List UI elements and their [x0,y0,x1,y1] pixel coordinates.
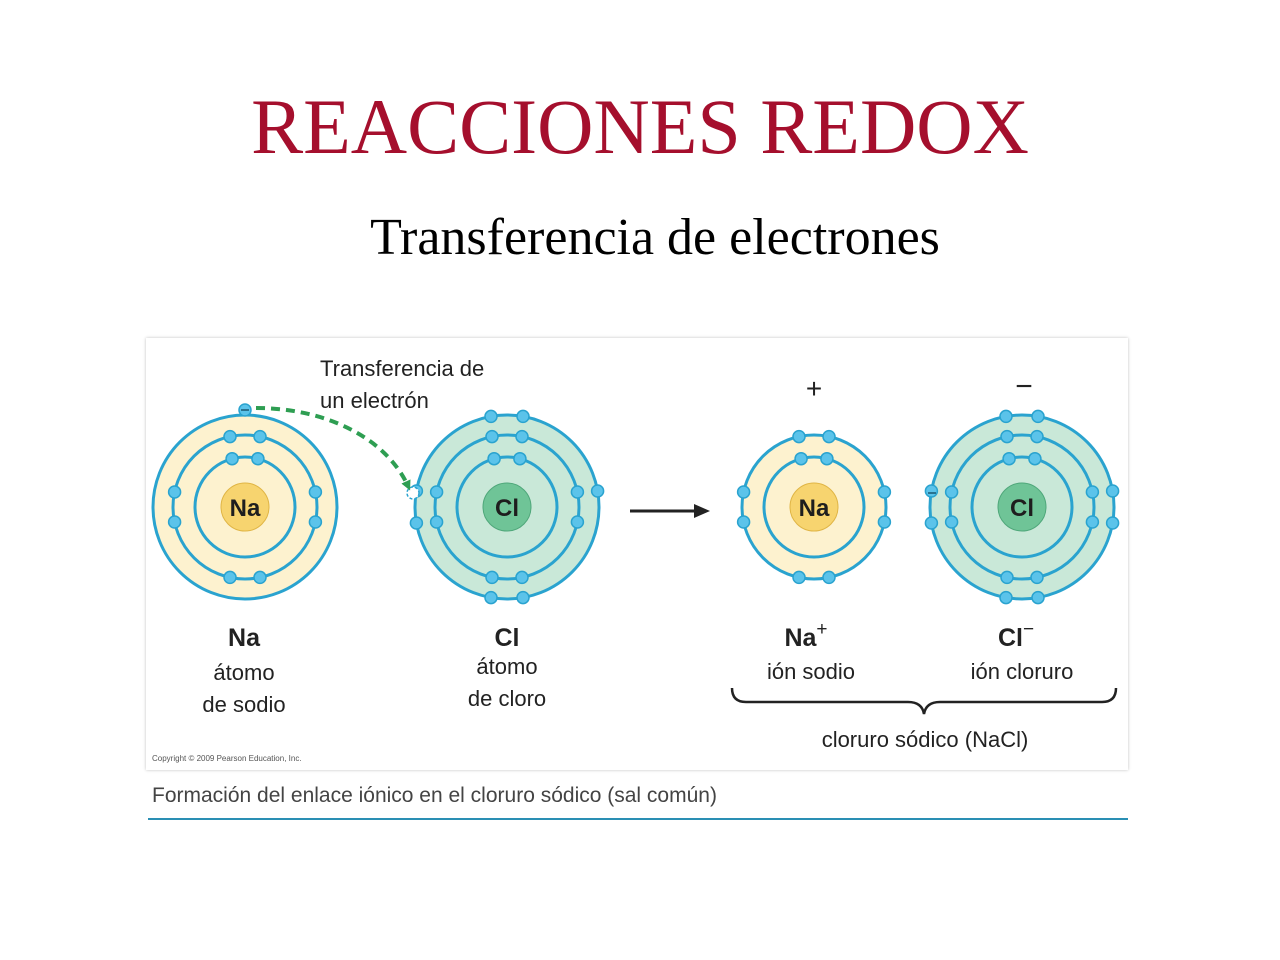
transfer-label-line2: un electrón [320,388,429,413]
electron [253,429,267,444]
electron [167,515,182,529]
electron [1030,570,1044,585]
cl-ion-charge-sign: − [1015,370,1033,403]
electron [308,485,323,499]
cl-atom-desc-line2: de cloro [468,686,546,711]
electron [590,484,605,498]
electron [999,409,1013,424]
compound-label: cloruro sódico (NaCl) [822,727,1029,752]
electron [999,590,1013,605]
figure-caption: Formación del enlace iónico en el clorur… [152,784,717,807]
electron [822,429,836,444]
na-atom-desc-line1: átomo [213,660,274,685]
electron-transfer-arrow [255,406,411,491]
na-atom-electrons [167,429,323,585]
cl-atom-desc-line1: átomo [476,654,537,679]
cl-atom-nucleus [482,482,532,532]
electron [251,451,265,466]
na-atom-desc-line2: de sodio [202,692,285,717]
electron [515,429,529,444]
electron [308,515,323,529]
electron [924,516,939,530]
electron [223,570,237,585]
sodium-atom: Na [151,403,339,601]
electron [1031,590,1045,605]
na-ion-symbol: Na+ [784,619,827,652]
electron [429,485,444,499]
electron [1000,429,1014,444]
na-ion-charge-sign: + [806,373,822,404]
sodium-ion: Na + [736,373,892,585]
electron [485,429,499,444]
electron [485,570,499,585]
electron [516,409,530,424]
electron [253,570,267,585]
electron [223,429,237,444]
electron [794,451,808,466]
electron [1028,451,1042,466]
na-ion-superscript-charge: + [816,619,827,640]
electron [429,515,444,529]
electron [944,485,959,499]
electron [225,451,239,466]
electron [792,570,806,585]
na-atom-symbol: Na [228,624,261,652]
slide-subtitle: Transferencia de electrones [370,209,940,266]
transfer-label-line1: Transferencia de [320,356,484,381]
electron [515,570,529,585]
electron [944,515,959,529]
cl-ion-electrons [924,409,1120,605]
slide-title: REACCIONES REDOX [251,83,1029,170]
electron [1000,570,1014,585]
na-ion-nucleus-label: Na [799,495,830,522]
electron [1030,429,1044,444]
chlorine-atom: Cl [406,409,605,605]
electron [570,485,585,499]
electron [736,515,751,529]
compound-brace [730,687,1118,715]
ionic-bond-figure: Na Cl Transferencia de un electrón Na [146,338,1128,770]
ionic-bond-diagram: Na Cl Transferencia de un electrón Na [151,356,1120,763]
electron [924,484,939,498]
caption-divider [148,818,1128,820]
electron [570,515,585,529]
electron [877,515,892,529]
copyright-notice: Copyright © 2009 Pearson Education, Inc. [152,754,302,763]
electron [1085,515,1100,529]
electron [1085,485,1100,499]
cl-ion-nucleus [997,482,1047,532]
cl-ion-desc: ión cloruro [971,659,1074,684]
na-atom-nucleus [220,482,270,532]
electron [513,451,527,466]
cl-ion-symbol: Cl− [998,619,1034,652]
electron [877,485,892,499]
na-ion-nucleus [789,482,839,532]
electron [792,429,806,444]
electron [822,570,836,585]
electron [516,590,530,605]
empty-electron-slot [406,486,420,500]
electron [487,451,501,466]
cl-ion-superscript-charge: − [1023,619,1034,640]
electron [736,485,751,499]
electron [484,590,498,605]
cl-atom-nucleus-label: Cl [495,495,519,522]
na-ion-electrons [736,429,892,585]
electron [409,516,424,530]
electron [484,409,498,424]
na-atom-nucleus-label: Na [230,495,261,522]
electron [1105,516,1120,530]
electron [1002,451,1016,466]
electron [1105,484,1120,498]
electron [1031,409,1045,424]
cl-atom-symbol: Cl [495,624,520,652]
chloride-ion: Cl − [924,370,1120,605]
cl-ion-nucleus-label: Cl [1010,495,1034,522]
electron [820,451,834,466]
electron [167,485,182,499]
na-ion-desc: ión sodio [767,659,855,684]
reaction-arrow-head [694,504,710,518]
